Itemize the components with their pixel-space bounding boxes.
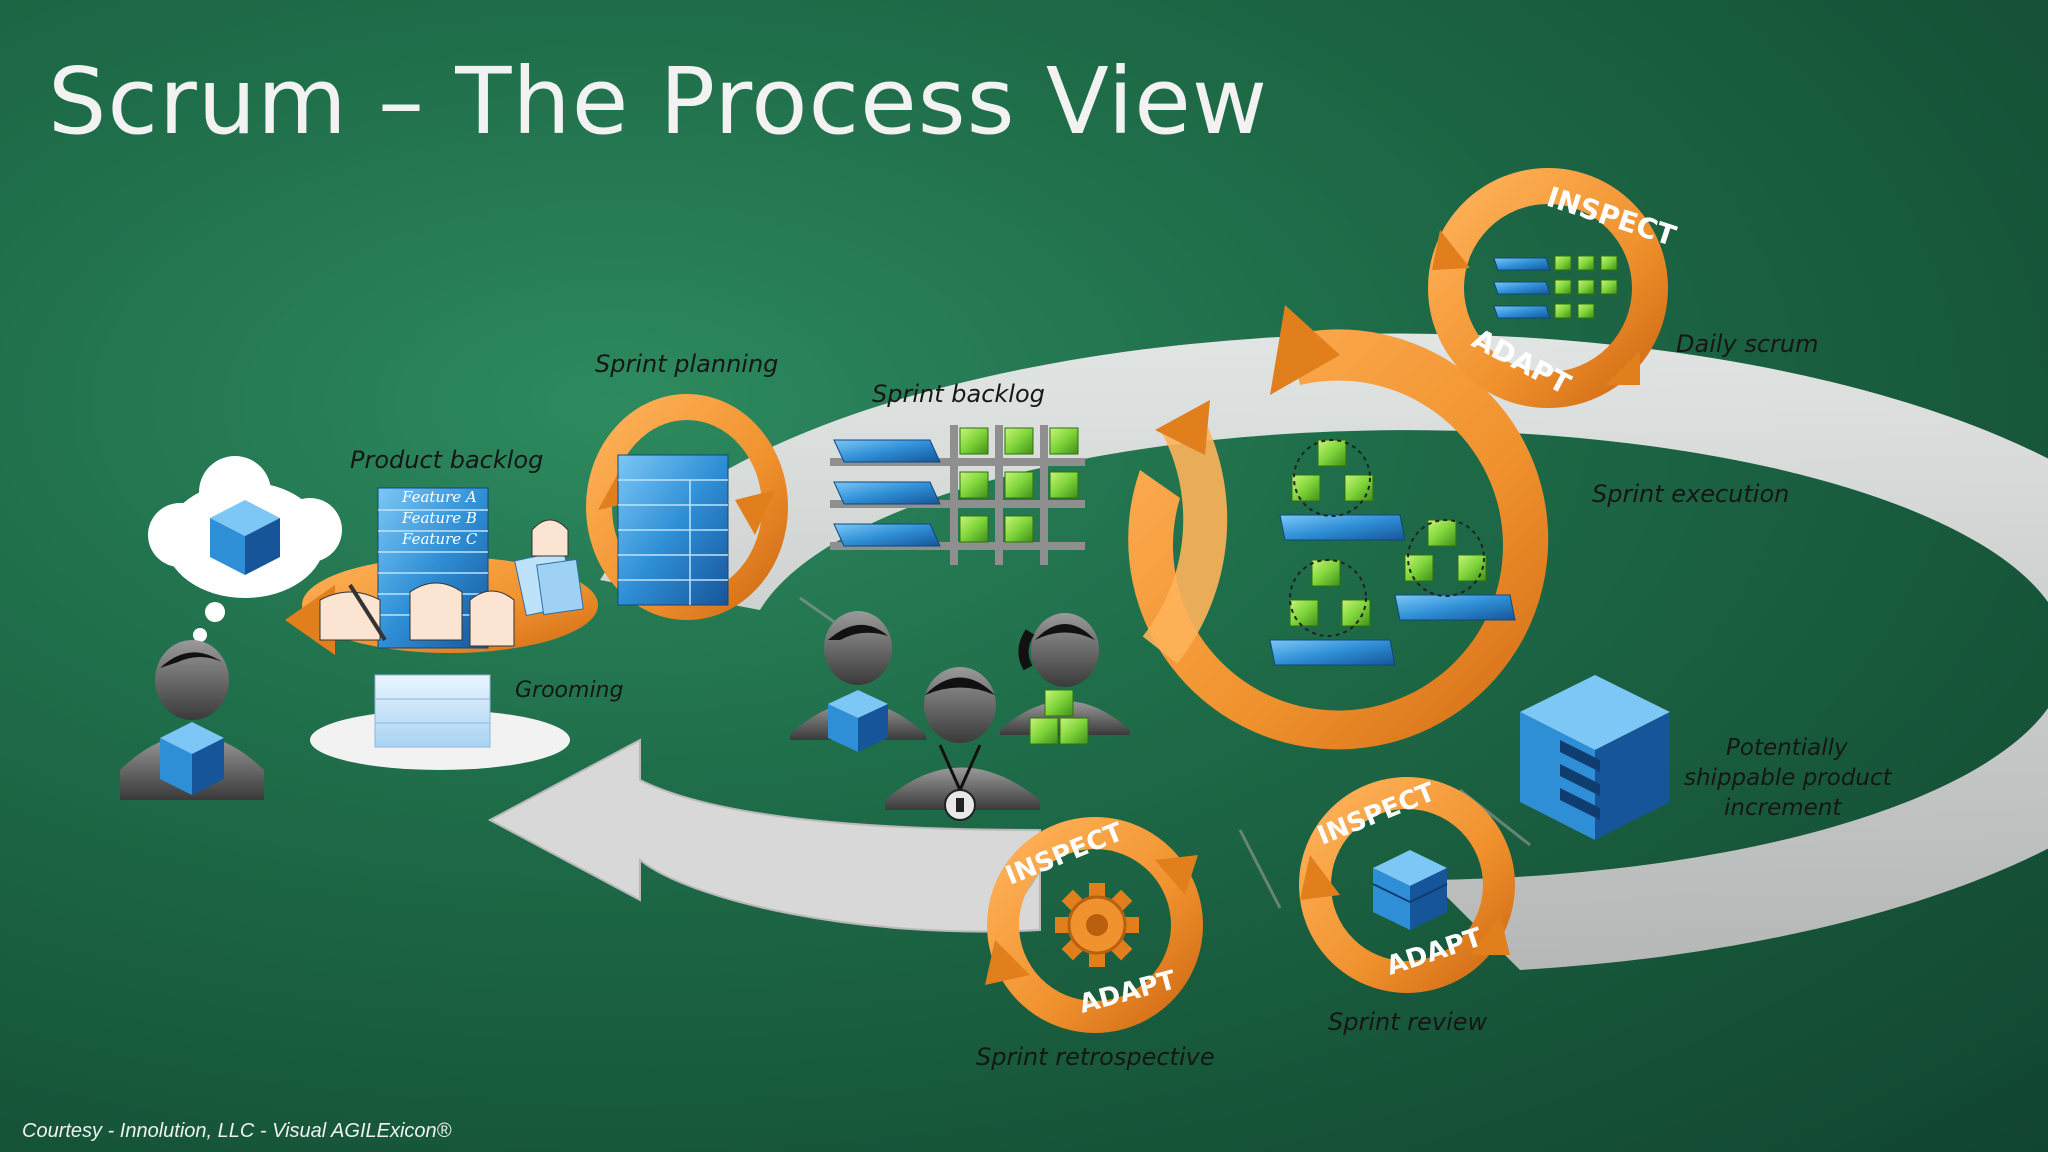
product-backlog-label: Product backlog: [350, 446, 543, 474]
product-backlog-group: Feature A Feature B Feature C: [285, 487, 598, 770]
increment-cube-icon: [1520, 675, 1670, 840]
feature-a-label: Feature A: [401, 488, 477, 506]
increment-label-line-3: increment: [1724, 795, 1842, 821]
person-icon: [120, 640, 264, 800]
increment-label-line-1: Potentially: [1726, 735, 1848, 761]
person-icon: [1000, 613, 1130, 745]
sprint-backlog-group: [830, 425, 1085, 565]
thought-cloud-icon: [148, 456, 342, 642]
team-group: [790, 611, 1130, 821]
feature-b-label: Feature B: [401, 509, 477, 527]
cube-icon: [1372, 850, 1448, 930]
sprint-retrospective-label: Sprint retrospective: [976, 1043, 1215, 1071]
person-icon: [885, 667, 1040, 821]
sprint-execution-label: Sprint execution: [1592, 480, 1789, 508]
sprint-planning-group: [586, 394, 788, 620]
sprint-planning-label: Sprint planning: [595, 350, 778, 378]
increment-label-line-2: shippable product: [1684, 765, 1893, 791]
gear-icon: [1055, 883, 1139, 967]
feature-c-label: Feature C: [401, 530, 478, 548]
sprint-review-group: INSPECT ADAPT: [1299, 777, 1515, 993]
daily-scrum-label: Daily scrum: [1676, 330, 1819, 358]
sprint-execution-group: [1128, 305, 1549, 750]
grooming-label: Grooming: [515, 678, 623, 703]
slide-title: Scrum – The Process View: [48, 48, 1269, 155]
grooming-hands-icon: [319, 519, 584, 647]
product-owner-group: [120, 456, 342, 800]
sprint-backlog-label: Sprint backlog: [872, 380, 1045, 408]
sprint-review-label: Sprint review: [1328, 1008, 1488, 1036]
whistle-icon: [944, 789, 976, 821]
credit-line: Courtesy - Innolution, LLC - Visual AGIL…: [22, 1120, 452, 1142]
person-icon: [790, 611, 926, 752]
daily-scrum-group: INSPECT ADAPT: [1428, 168, 1680, 408]
cycle-return-arrow: [487, 738, 1041, 933]
